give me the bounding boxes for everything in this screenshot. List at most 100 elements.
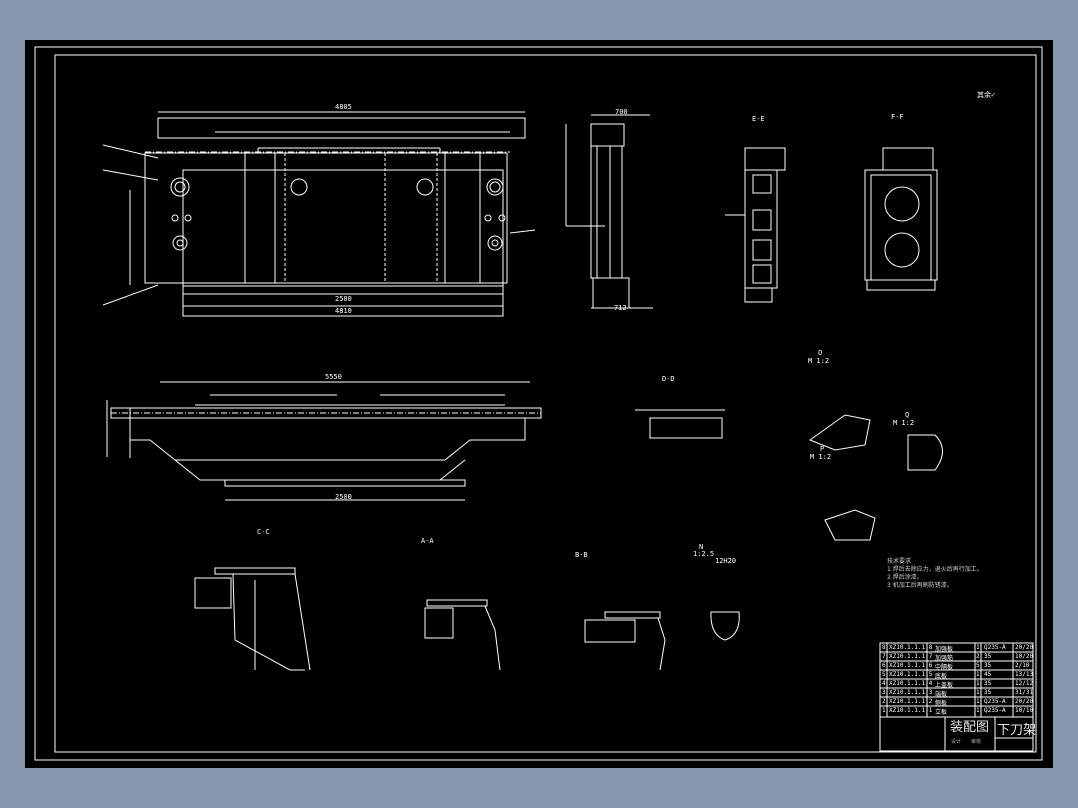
detail-p-title: P <box>820 445 825 453</box>
detail-p <box>824 509 876 541</box>
bom-name: 中隔板 <box>935 664 954 671</box>
detail-n-note: 12H20 <box>715 557 737 565</box>
bom-weight: 13/13 <box>1015 671 1034 678</box>
bom-name: 上盖板 <box>935 682 954 689</box>
bottom-view <box>106 381 542 501</box>
bom-name: 立板 <box>935 709 948 716</box>
bom-table <box>879 642 1034 752</box>
side-dim-700: 700 <box>615 108 628 116</box>
bottom-dim-2500: 2500 <box>335 493 352 501</box>
bom-name: 侧板 <box>935 700 948 707</box>
designer-label: 设计 <box>951 739 962 745</box>
detail-q <box>907 434 943 471</box>
bom-code: XZ10.1.1.1.2 <box>889 698 933 705</box>
bom-name: 加强筋 <box>935 655 954 662</box>
bom-code: XZ10.1.1.1.6 <box>889 662 933 669</box>
bom-material: 35 <box>984 680 992 687</box>
bom-weight: 20/20 <box>1015 644 1034 651</box>
tech-req-item: 3 机加工后再刷防锈漆。 <box>887 582 953 589</box>
bom-code: XZ10.1.1.1.4 <box>889 680 933 687</box>
section-bb-title: B-B <box>575 551 588 559</box>
side-dim-712: 712 <box>614 304 627 312</box>
bom-code: XZ10.1.1.1.3 <box>889 689 933 696</box>
bom-code: XZ10.1.1.1.5 <box>889 671 933 678</box>
tech-req-heading: 技术要求 <box>887 558 912 565</box>
dim-overall-top: 4805 <box>335 103 352 111</box>
cad-drawing-canvas <box>34 46 1043 761</box>
section-bb <box>584 611 666 671</box>
bom-weight: 2/10 <box>1015 662 1030 669</box>
detail-n-title: N <box>699 543 704 551</box>
bom-material: 35 <box>984 662 992 669</box>
bom-no: 8 <box>882 644 886 651</box>
bom-no: 6 <box>882 662 886 669</box>
detail-n <box>710 611 740 641</box>
detail-q-scale: M 1:2 <box>893 419 915 427</box>
bom-code: XZ10.1.1.1.7 <box>889 653 933 660</box>
bom-code: XZ10.1.1.1.1 <box>889 707 933 714</box>
bom-weight: 10/10 <box>1015 707 1034 714</box>
bom-name: 端板 <box>935 691 948 698</box>
section-cc <box>194 567 311 671</box>
bom-no: 7 <box>882 653 886 660</box>
tech-req-item: 2 焊后涂漆。 <box>887 574 923 581</box>
bom-no: 1 <box>882 707 886 714</box>
bom-material: Q235-A <box>984 644 1006 651</box>
detail-p-scale: M 1:2 <box>810 453 832 461</box>
bom-weight: 20/20 <box>1015 698 1034 705</box>
bom-weight: 12/12 <box>1015 680 1034 687</box>
detail-n-scale: 1:2.5 <box>693 550 715 558</box>
bom-name: 加强板 <box>935 646 954 653</box>
bom-weight: 10/20 <box>1015 653 1034 660</box>
bom-qty: 1 <box>976 698 980 705</box>
bom-no: 4 <box>882 680 886 687</box>
outer-frame <box>34 46 1043 761</box>
surface-mark-text: 其余 <box>977 91 991 99</box>
section-ee-title: E-E <box>752 115 765 123</box>
section-ff <box>864 147 938 291</box>
bom-qty: 1 <box>976 644 980 651</box>
section-cc-title: C-C <box>257 528 270 536</box>
section-dd <box>635 409 725 439</box>
bom-code: XZ10.1.1.1.8 <box>889 644 933 651</box>
tech-req-item: 1 焊后去除应力，退火后再行加工。 <box>887 566 983 573</box>
checker-label: 审核 <box>971 739 982 745</box>
bom-material: 35 <box>984 653 992 660</box>
section-aa-title: A-A <box>421 537 434 545</box>
bom-material: 45 <box>984 671 992 678</box>
technical-requirements: 技术要求 1 焊后去除应力，退火后再行加工。 2 焊后涂漆。 3 机加工后再刷防… <box>887 558 983 590</box>
bom-weight: 31/31 <box>1015 689 1034 696</box>
part-name-label: 下刀架 <box>997 723 1037 738</box>
surface-mark: 其余✓ <box>977 92 995 99</box>
bom-qty: 2 <box>976 653 980 660</box>
bom-material: Q235-A <box>984 698 1006 705</box>
drawing-sheet: 其余✓ E-E F-F D-D O M 1:2 P M 1:2 Q M 1:2 … <box>25 40 1053 768</box>
detail-o-title: O <box>818 349 823 357</box>
bom-qty: 1 <box>976 707 980 714</box>
checkmark-icon: ✓ <box>991 91 996 99</box>
bom-name: 底板 <box>935 673 948 680</box>
bom-qty: 1 <box>976 671 980 678</box>
section-ee <box>725 147 786 303</box>
inner-frame <box>54 54 1037 753</box>
dim-2500: 2500 <box>335 295 352 303</box>
bom-no: 2 <box>882 698 886 705</box>
section-aa <box>424 599 501 671</box>
detail-o <box>808 414 871 451</box>
bom-no: 3 <box>882 689 886 696</box>
detail-o-scale: M 1:2 <box>808 357 830 365</box>
detail-q-title: Q <box>905 411 910 419</box>
section-ff-title: F-F <box>891 113 904 121</box>
section-dd-title: D-D <box>662 375 675 383</box>
bottom-dim-5550: 5550 <box>325 373 342 381</box>
side-view <box>565 114 653 309</box>
bom-material: Q235-A <box>984 707 1006 714</box>
dim-4810: 4810 <box>335 307 352 315</box>
bom-qty: 1 <box>976 689 980 696</box>
bom-no: 5 <box>882 671 886 678</box>
drawing-type-label: 装配图 <box>950 720 990 735</box>
bom-qty: 5 <box>976 662 980 669</box>
bom-material: 35 <box>984 689 992 696</box>
bom-qty: 1 <box>976 680 980 687</box>
front-view <box>102 111 536 317</box>
